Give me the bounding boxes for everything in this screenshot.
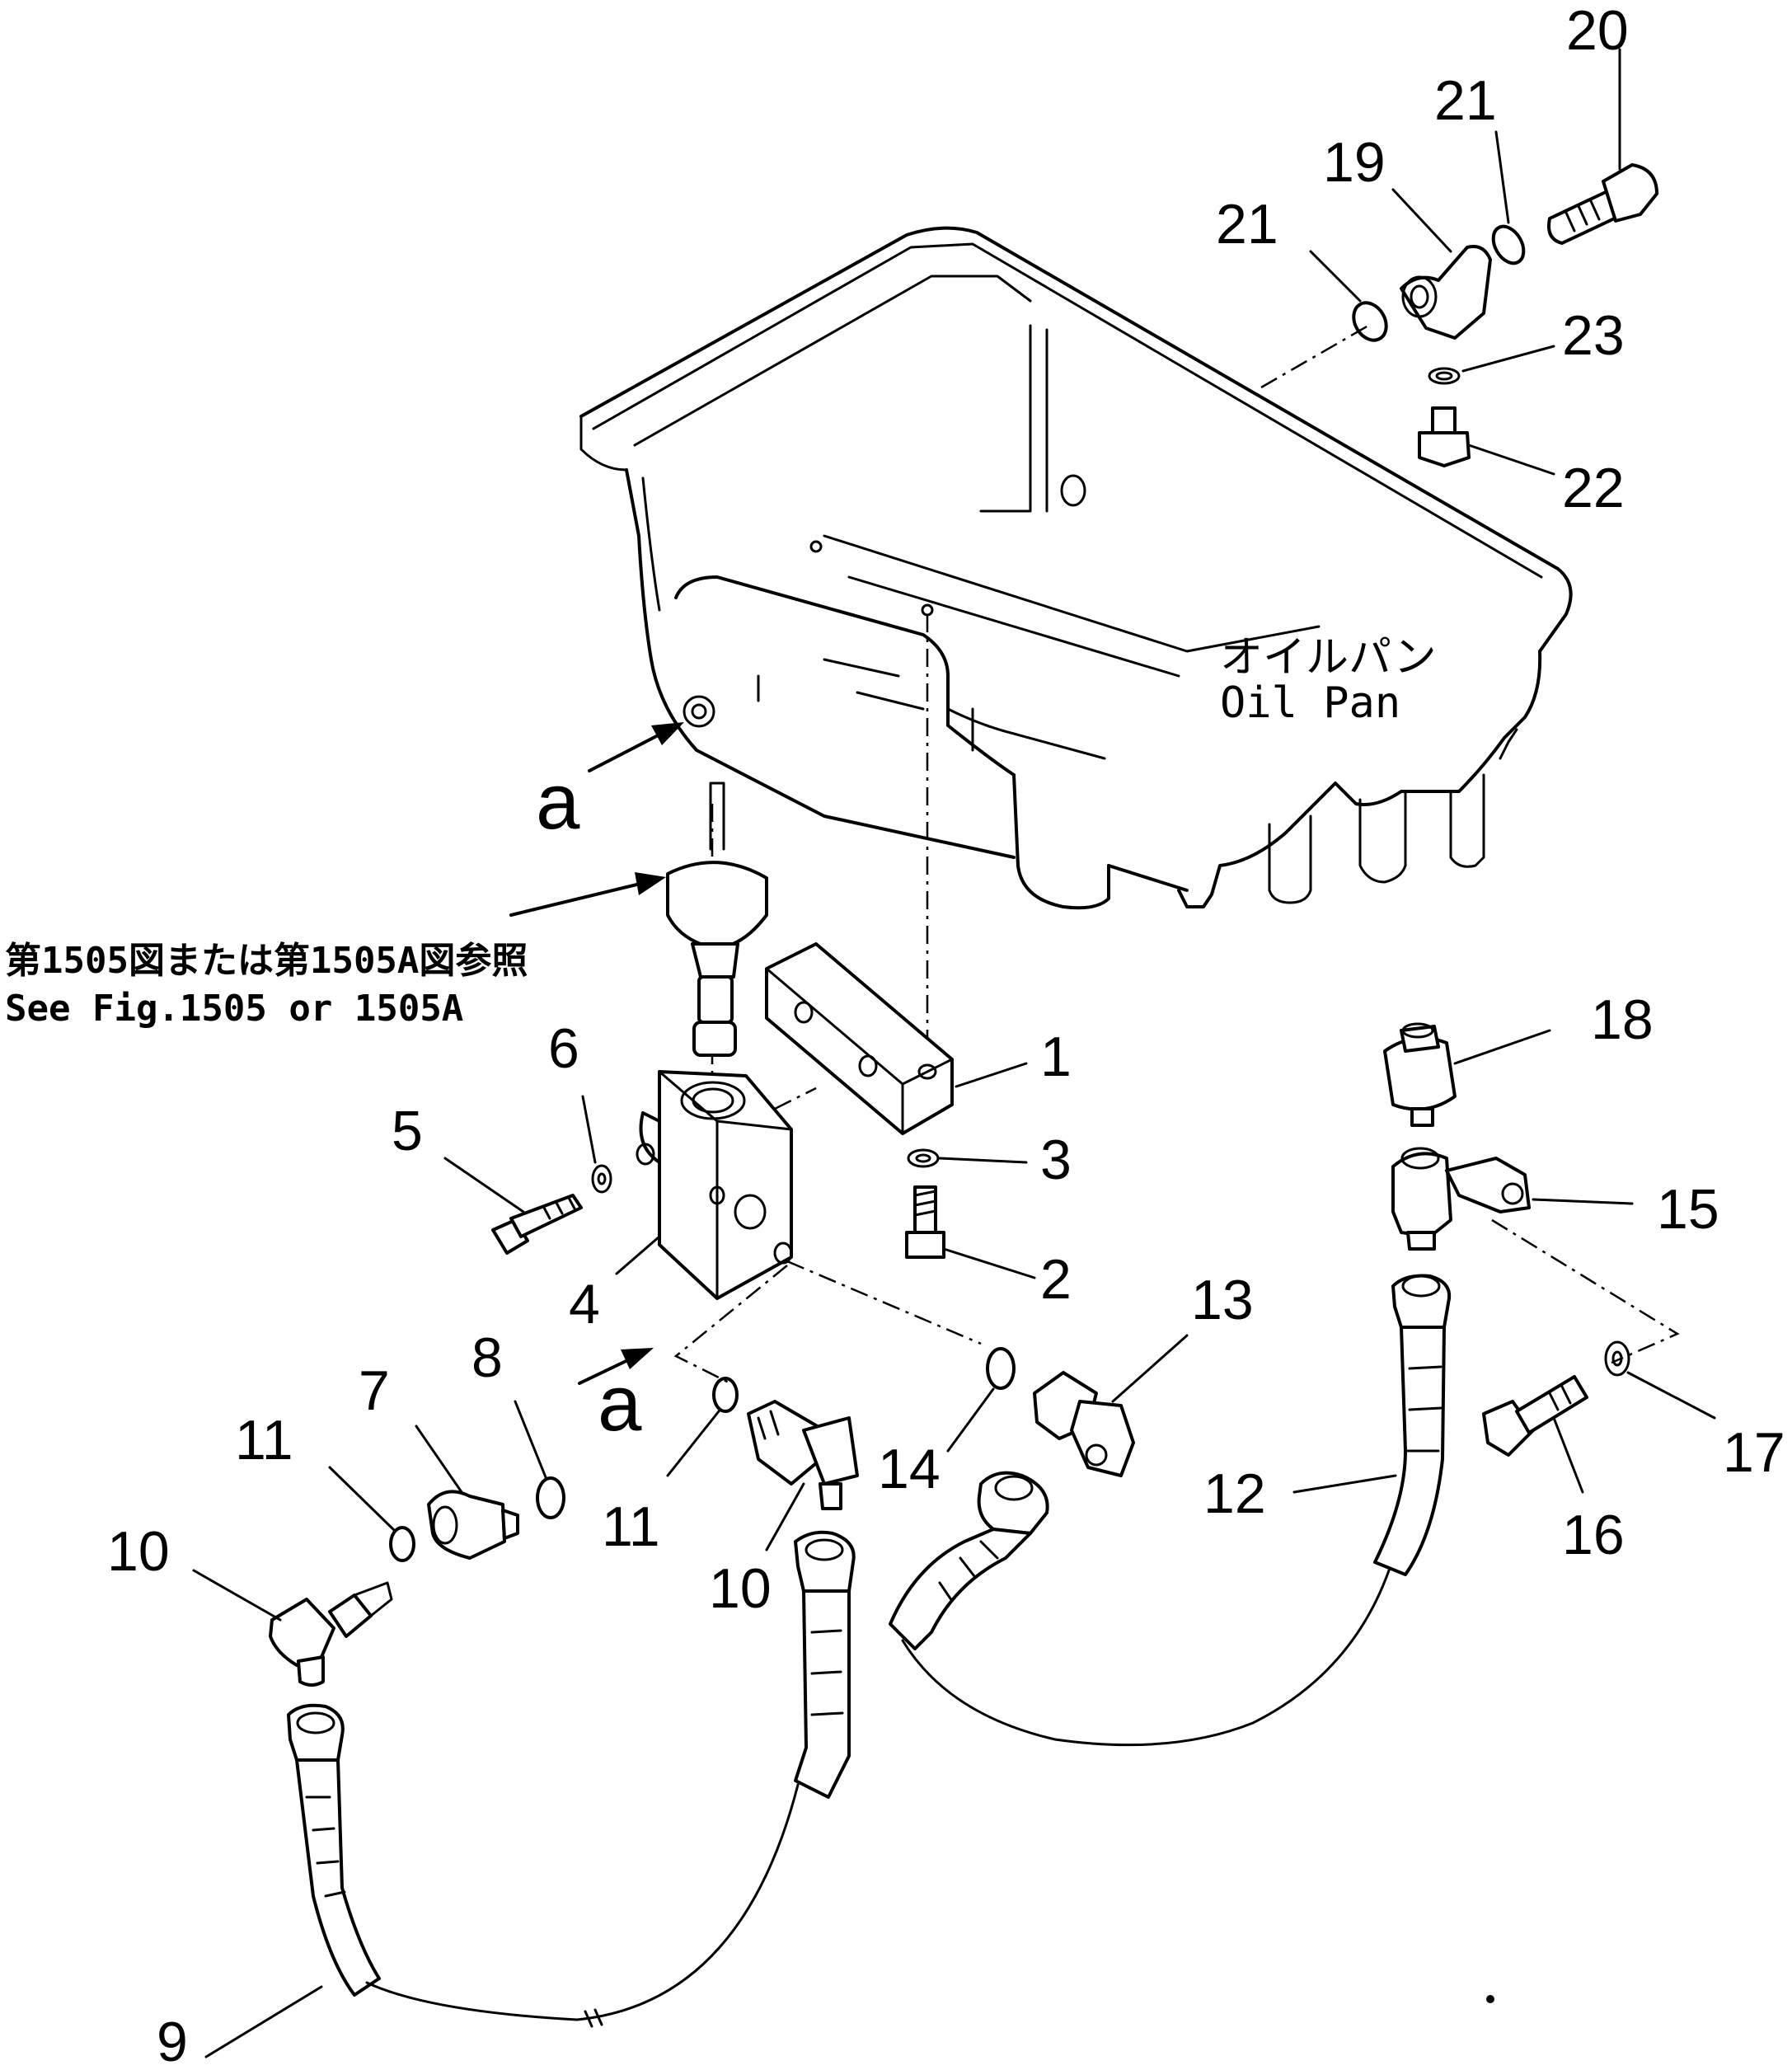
part-3-washer: 3 [907, 1129, 1072, 1191]
view-a-marker-lower: a [578, 1348, 654, 1448]
view-letter-a-upper: a [536, 758, 580, 846]
part-number-15: 15 [1657, 1178, 1719, 1241]
part-number-22: 22 [1562, 457, 1625, 519]
part-16-bolt: 16 [1482, 1375, 1625, 1566]
part-number-6: 6 [548, 1017, 579, 1080]
part-13-connector: 13 [1033, 1269, 1254, 1477]
part-15-clamp-fitting: 15 [1391, 1147, 1719, 1251]
part-9-hose: 9 [157, 1530, 856, 2070]
part-19-banjo-elbow: 19 [1323, 131, 1492, 340]
part-number-23: 23 [1562, 304, 1625, 367]
part-number-3: 3 [1040, 1129, 1072, 1191]
part-10-elbow-left: 10 [107, 1520, 393, 1687]
print-speck [1486, 1995, 1494, 2003]
part-number-5: 5 [392, 1100, 423, 1162]
part-21-o-ring-right: 21 [1434, 69, 1526, 265]
part-number-1: 1 [1040, 1026, 1072, 1088]
part-22-plug: 22 [1418, 406, 1625, 519]
part-number-12: 12 [1203, 1462, 1266, 1525]
part-21-o-ring-left: 21 [1216, 193, 1388, 342]
part-number-19: 19 [1323, 131, 1386, 194]
part-7-adapter: 7 [359, 1359, 519, 1560]
part-number-14: 14 [878, 1438, 941, 1500]
part-10-elbow-right: 10 [709, 1400, 859, 1620]
part-5-bolt: 5 [392, 1100, 583, 1255]
part-number-2: 2 [1040, 1248, 1072, 1311]
part-2-bolt: 2 [905, 1185, 1072, 1311]
assembly-centerlines [673, 324, 1680, 1387]
part-number-21-left: 21 [1216, 193, 1278, 256]
reference-note-jp: 第1505図または第1505A図参照 [5, 940, 528, 982]
part-number-13: 13 [1191, 1269, 1254, 1331]
part-20-banjo-bolt: 20 [1547, 0, 1658, 245]
part-number-7: 7 [359, 1359, 390, 1422]
part-6-washer: 6 [548, 1017, 612, 1194]
part-18-plug: 18 [1383, 988, 1654, 1127]
part-4-valve-body: 4 [569, 1070, 793, 1335]
part-11-o-ring-right: 11 [602, 1377, 739, 1558]
part-number-16: 16 [1562, 1504, 1625, 1566]
part-17-washer: 17 [1604, 1340, 1785, 1484]
part-number-11-right: 11 [602, 1495, 660, 1558]
part-number-20: 20 [1566, 0, 1629, 62]
oil-pan: オイルパン Oil Pan [579, 226, 1573, 910]
part-number-8: 8 [471, 1326, 503, 1389]
oil-pan-label-jp: オイルパン [1220, 633, 1437, 683]
oil-pan-label-en: Oil Pan [1220, 678, 1400, 728]
view-letter-a-lower: a [598, 1359, 642, 1448]
oil-level-sensor-reference: 第1505図または第1505A図参照 See Fig.1505 or 1505A [5, 782, 768, 1057]
part-number-10-right: 10 [709, 1557, 772, 1620]
part-number-18: 18 [1591, 988, 1654, 1051]
part-number-9: 9 [157, 2011, 188, 2070]
view-a-marker-upper: a [536, 722, 684, 846]
reference-note-en: See Fig.1505 or 1505A [5, 988, 463, 1030]
part-11-o-ring-left: 11 [235, 1409, 415, 1562]
part-number-10-left: 10 [107, 1520, 170, 1583]
part-number-17: 17 [1723, 1421, 1785, 1484]
part-1-bracket: 1 [765, 942, 1072, 1135]
part-number-4: 4 [569, 1273, 600, 1335]
part-8-o-ring: 8 [471, 1326, 565, 1519]
part-23-o-ring: 23 [1428, 304, 1625, 385]
part-14-o-ring: 14 [878, 1347, 1016, 1500]
part-number-21-right: 21 [1434, 69, 1497, 132]
part-12-hose: 12 [889, 1274, 1452, 1747]
part-number-11-left: 11 [235, 1409, 293, 1472]
